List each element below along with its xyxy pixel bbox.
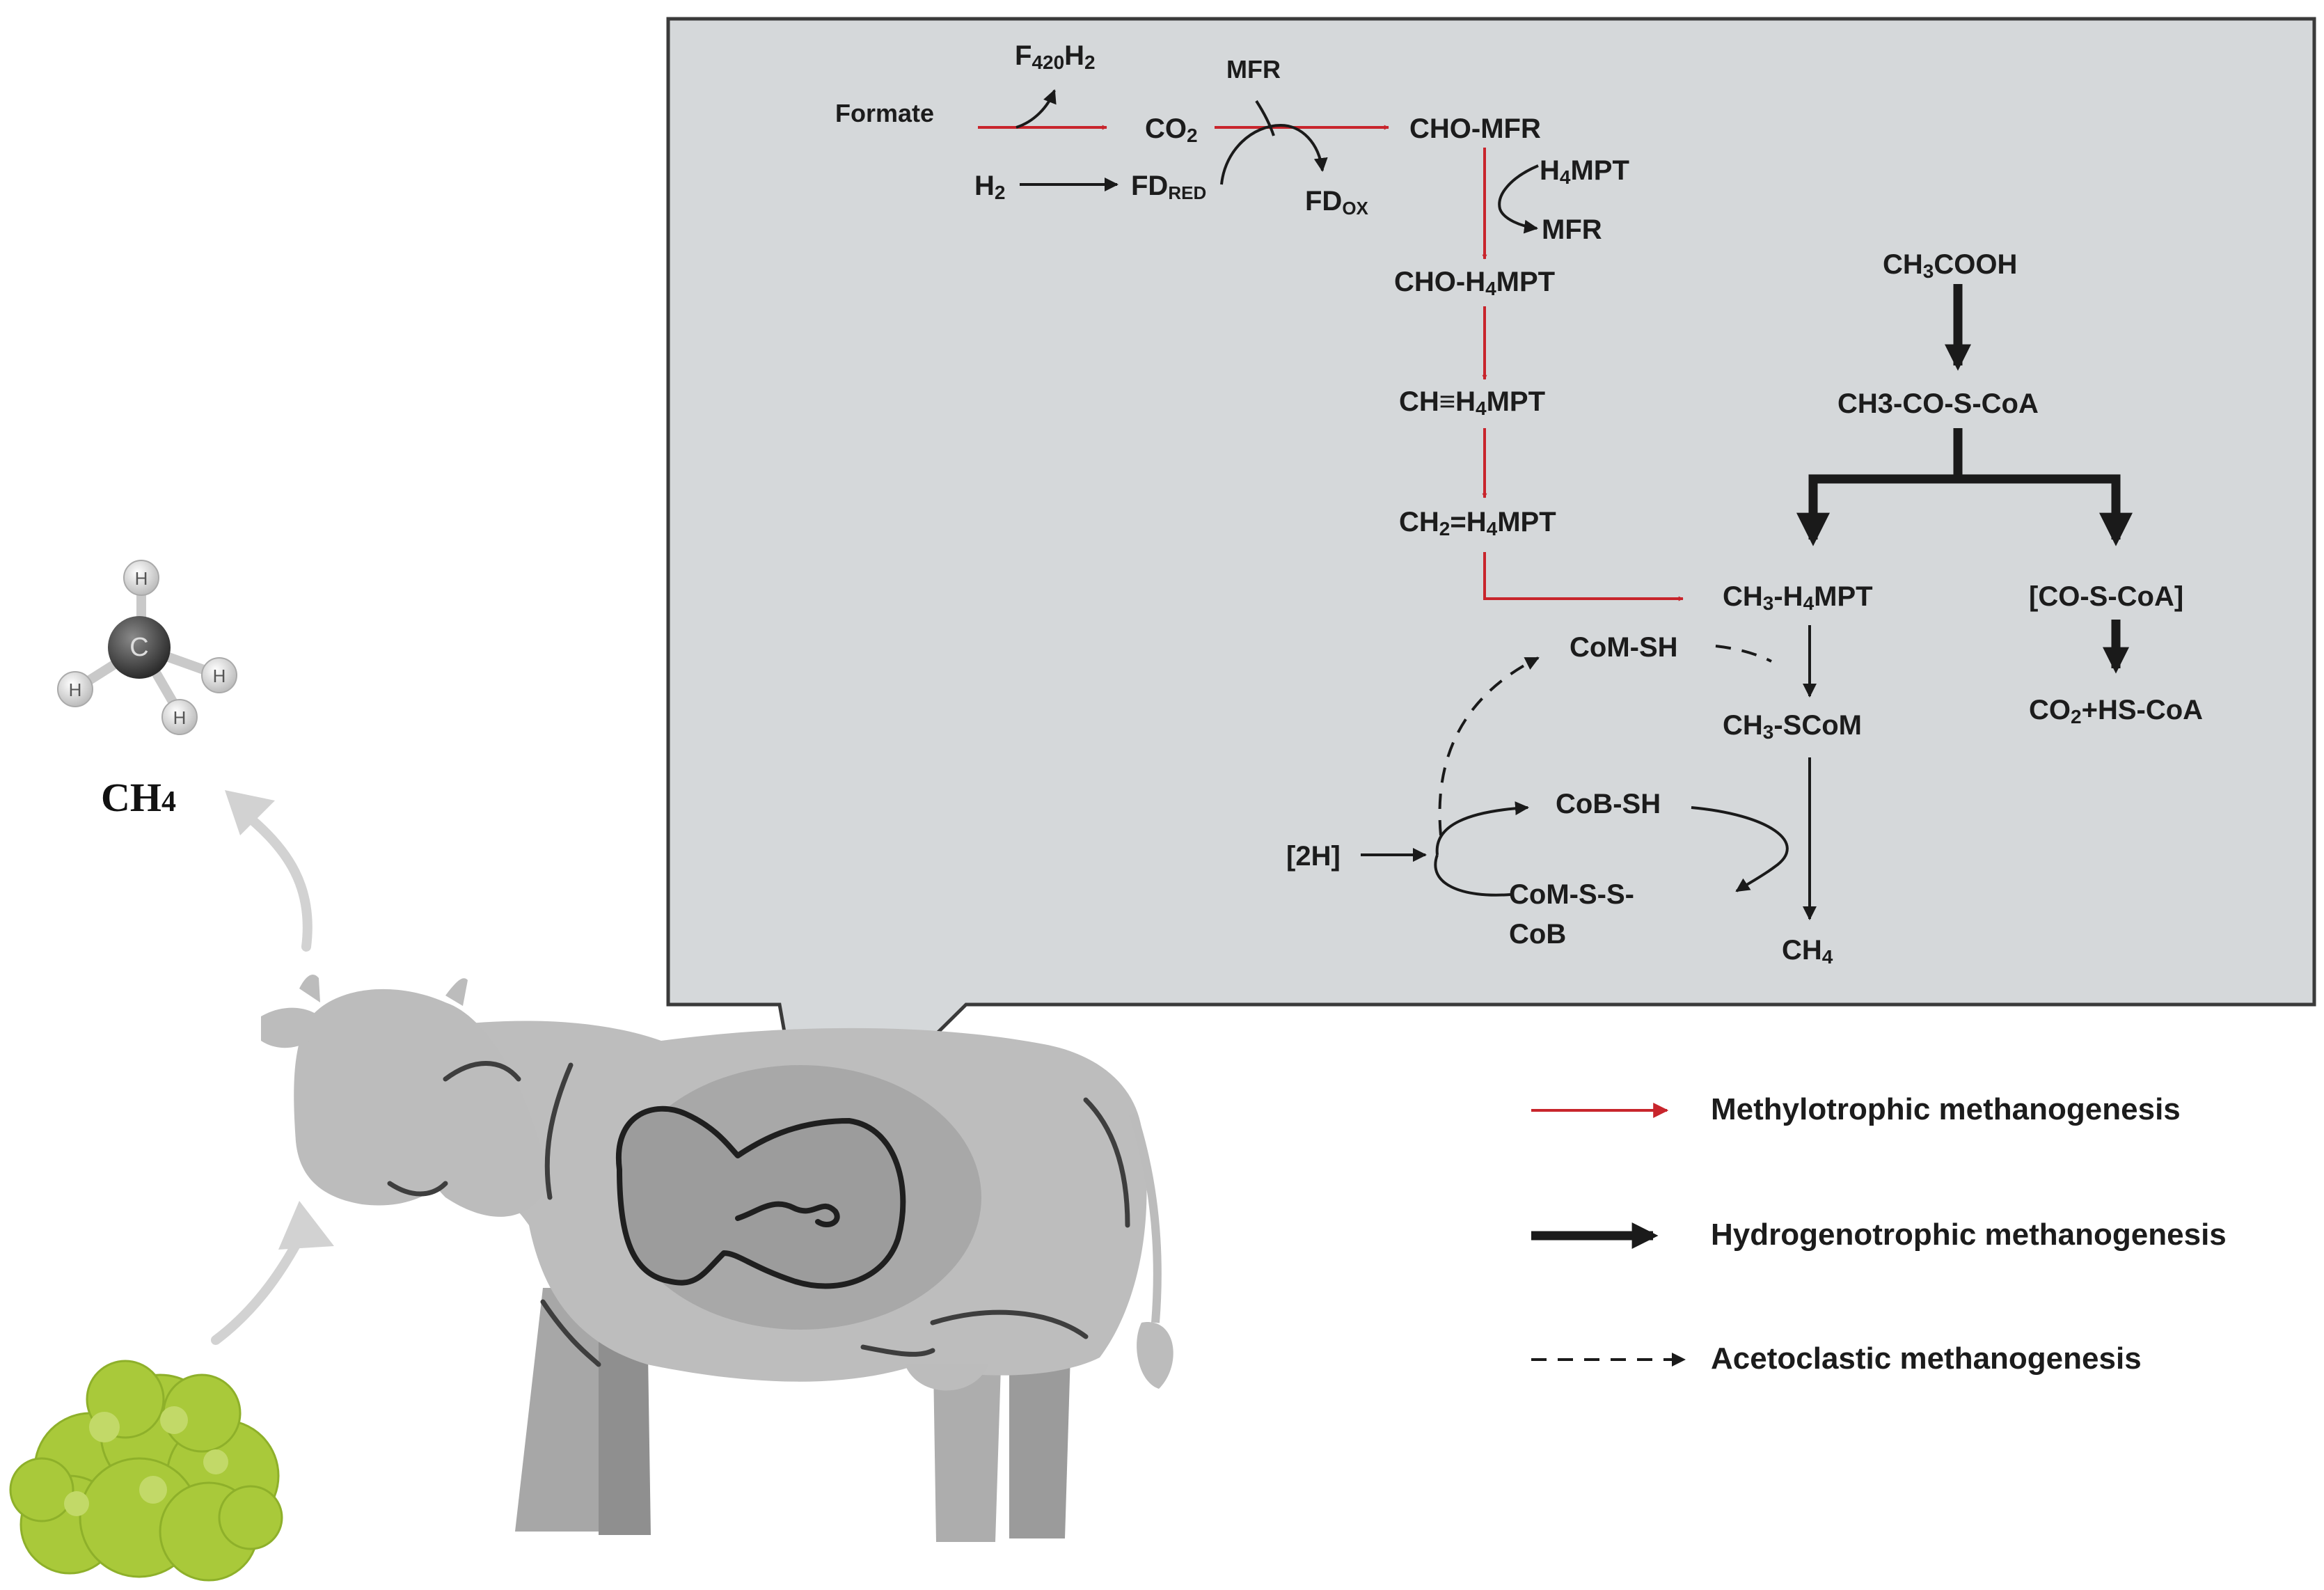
feed-illustration <box>9 1360 283 1582</box>
hydrogen-atom-label: H <box>135 568 148 589</box>
node-cob-sh: CoB-SH <box>1556 789 1661 819</box>
hydrogen-atom-label: H <box>69 679 82 700</box>
node-ch4: CH4 <box>1782 935 1833 968</box>
node-mfr-top: MFR <box>1226 55 1281 84</box>
node-co2: CO2 <box>1145 113 1198 146</box>
cow-illustration <box>261 975 1173 1542</box>
legend-label-hydrogenotrophic: Hydrogenotrophic methanogenesis <box>1711 1218 2227 1252</box>
node-ch3-co-s-coa: CH3-CO-S-CoA <box>1837 388 2039 419</box>
hydrogen-atom-label: H <box>213 666 226 686</box>
node-ch2-h4mpt: CH2=H4MPT <box>1399 507 1556 540</box>
flow-arrowhead-ch4 <box>225 790 275 835</box>
node-ch3-h4mpt: CH3-H4MPT <box>1723 581 1873 614</box>
node-com-s-s-cob-line2: CoB <box>1509 919 1566 950</box>
node-com-s-s-cob-line1: CoM-S-S- <box>1509 879 1634 910</box>
pathway-labels: Formate F420H2 CO2 MFR CHO-MFR H2 FDRED … <box>835 40 2203 968</box>
carbon-atom-label: C <box>129 633 148 662</box>
node-ch3-scom: CH3-SCoM <box>1723 710 1862 743</box>
node-cho-h4mpt: CHO-H4MPT <box>1394 267 1555 299</box>
legend-label-methylotrophic: Methylotrophic methanogenesis <box>1711 1092 2181 1126</box>
hydrogen-atom-label: H <box>173 707 187 728</box>
node-co2-hs-coa: CO2+HS-CoA <box>2029 695 2203 727</box>
methylotrophic-arrows <box>978 125 1684 601</box>
legend: Methylotrophic methanogenesis Hydrogenot… <box>1531 1092 2227 1376</box>
flow-arrows <box>211 803 313 1345</box>
node-co-s-coa: [CO-S-CoA] <box>2029 581 2183 612</box>
node-ch-h4mpt: CH≡H4MPT <box>1399 386 1545 419</box>
node-ch3cooh: CH3COOH <box>1883 249 2017 282</box>
node-f420h2: F420H2 <box>1015 40 1096 73</box>
legend-item-methylotrophic: Methylotrophic methanogenesis <box>1531 1092 2181 1126</box>
node-com-sh: CoM-SH <box>1570 632 1678 663</box>
flow-arrowhead-feed <box>278 1201 334 1250</box>
methane-caption: CH4 <box>101 775 176 820</box>
hydrogenotrophic-arrows <box>1796 284 2133 674</box>
node-formate: Formate <box>835 99 934 127</box>
carbon-atom <box>108 616 171 679</box>
methane-molecule: C H H H H <box>57 560 237 735</box>
legend-label-acetoclastic: Acetoclastic methanogenesis <box>1711 1341 2142 1376</box>
legend-item-acetoclastic: Acetoclastic methanogenesis <box>1531 1341 2142 1376</box>
legend-item-hydrogenotrophic: Hydrogenotrophic methanogenesis <box>1531 1218 2227 1252</box>
node-h2: H2 <box>974 171 1005 203</box>
node-h4mpt: H4MPT <box>1540 155 1629 188</box>
node-fdox: FDOX <box>1305 186 1369 219</box>
node-mfr-right: MFR <box>1542 214 1602 245</box>
reaction-arrows <box>1015 89 1817 920</box>
node-fdred: FDRED <box>1131 171 1206 203</box>
acetoclastic-arrows <box>1438 645 1772 836</box>
node-2h: [2H] <box>1286 841 1341 872</box>
node-cho-mfr: CHO-MFR <box>1409 113 1541 144</box>
